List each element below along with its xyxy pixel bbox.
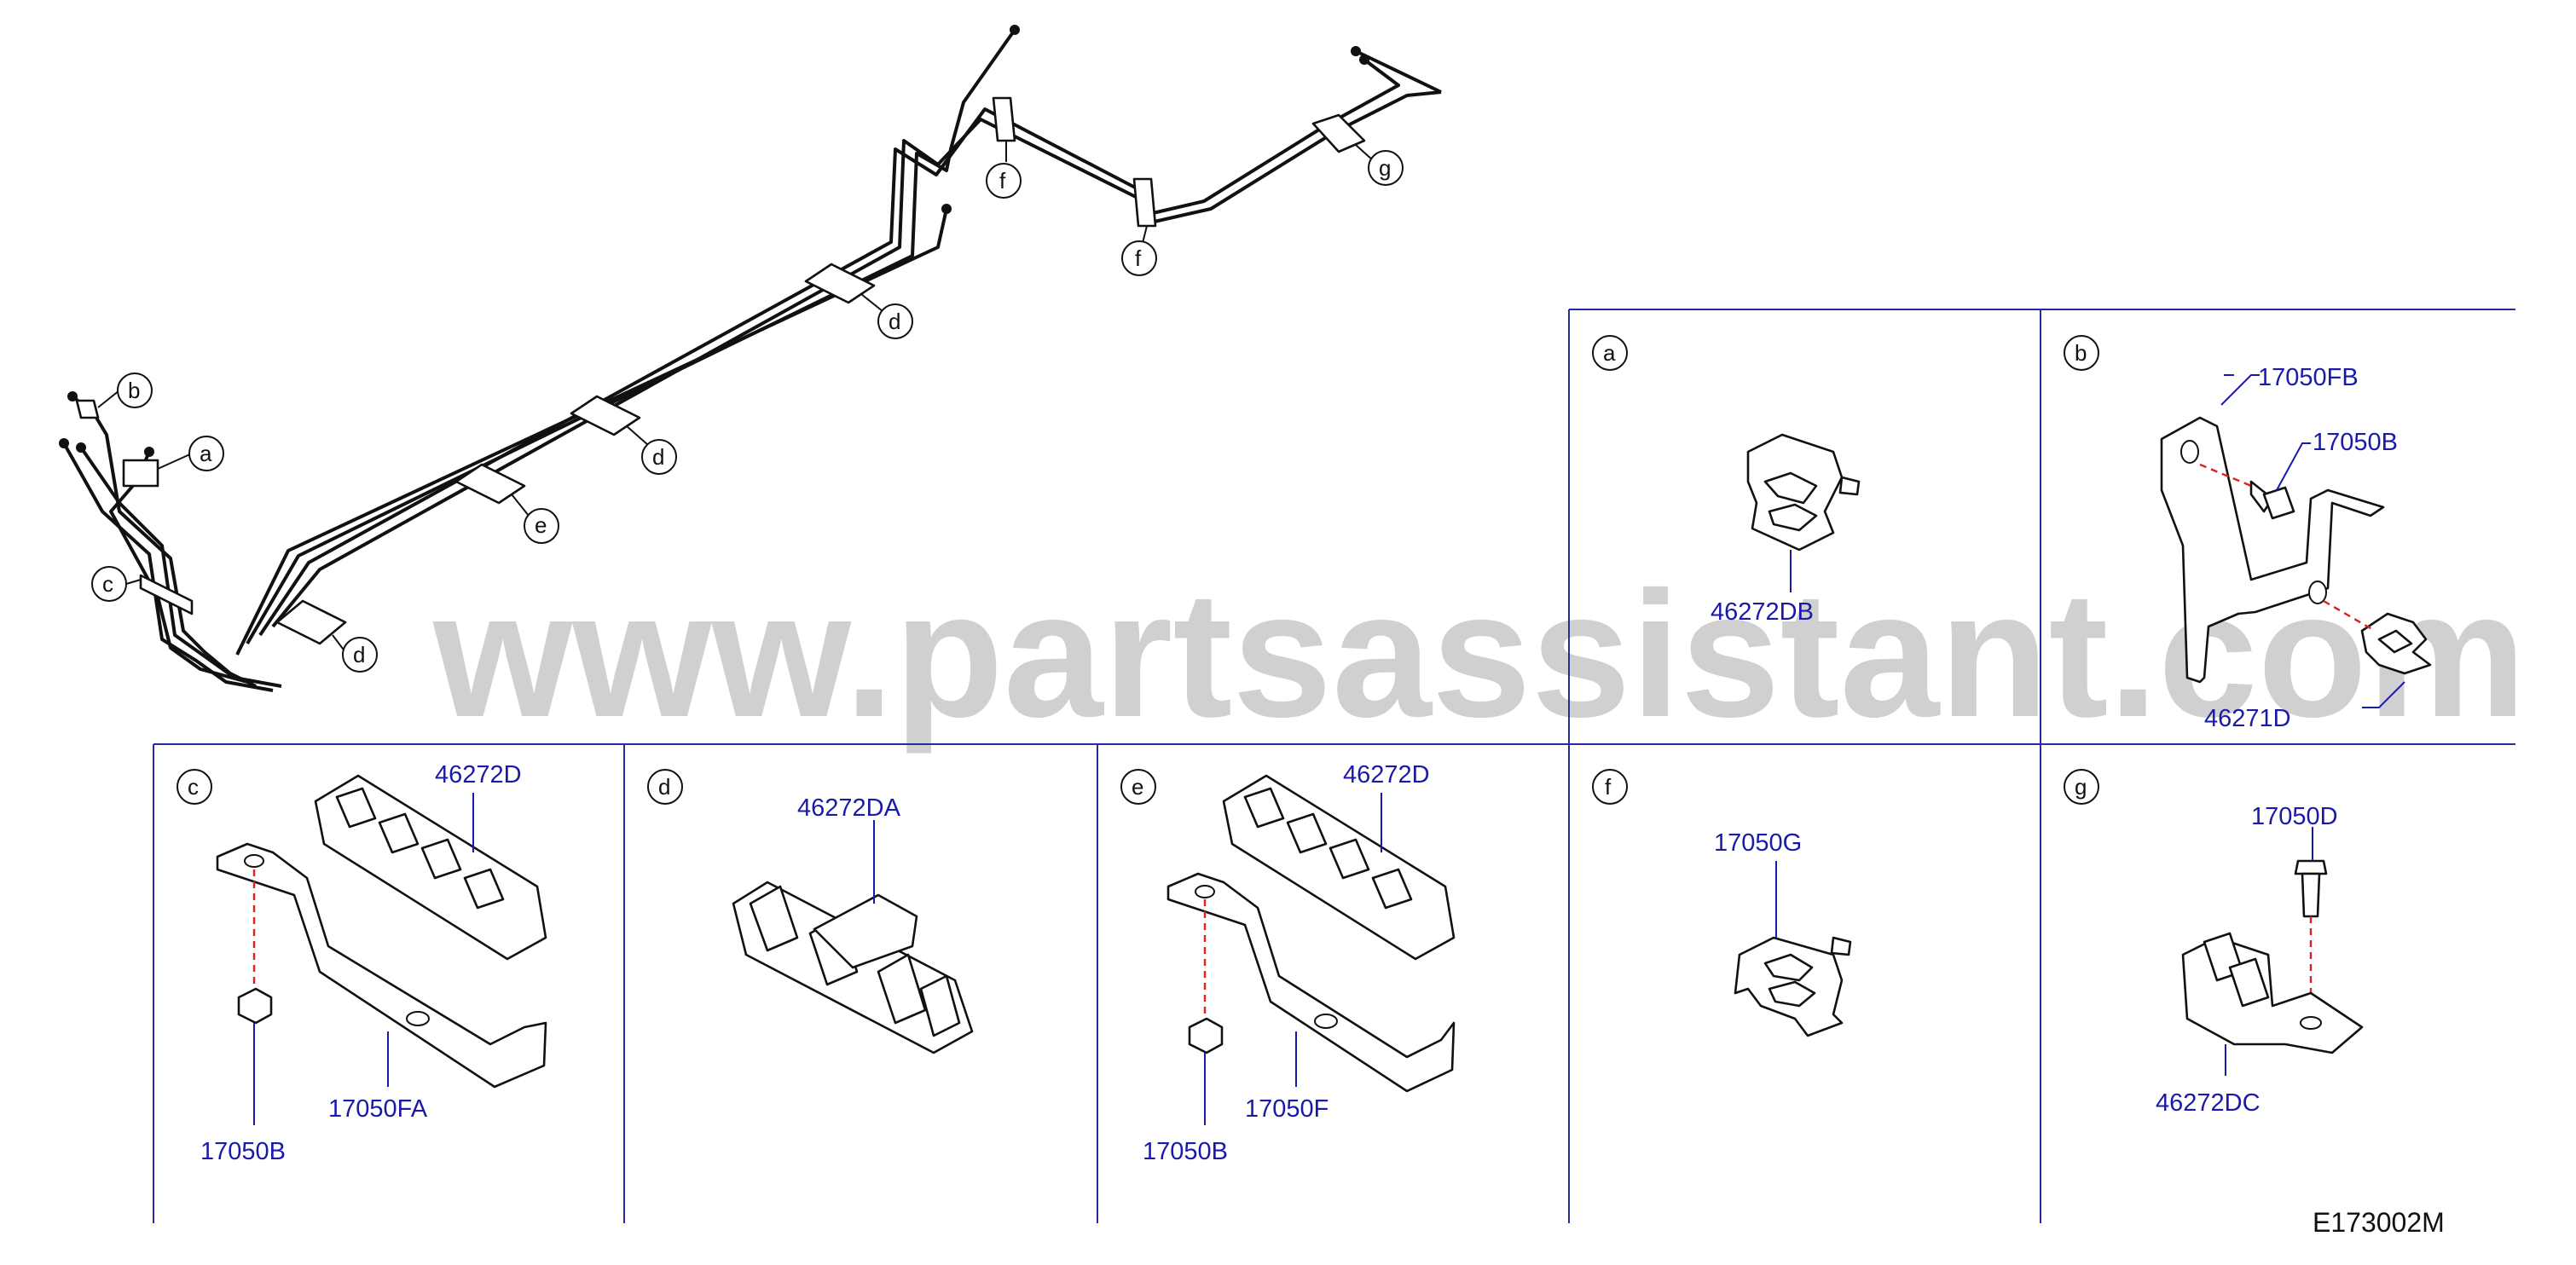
panel-e: e 46272D 17050F 17050B	[1120, 761, 1456, 1165]
watermark-text: www.partsassistant.com	[432, 554, 2527, 754]
part-number-17050FB[interactable]: 17050FB	[2258, 364, 2359, 391]
callout-d-lower: d	[353, 642, 365, 667]
clip-46272D-e-drawing	[1222, 774, 1456, 961]
part-number-17050B-e[interactable]: 17050B	[1143, 1138, 1228, 1165]
callout-e: e	[535, 512, 547, 538]
callout-f-lower: f	[1135, 245, 1142, 271]
part-number-17050G[interactable]: 17050G	[1714, 829, 1802, 857]
nut-17050B-c-drawing	[237, 987, 273, 1025]
part-number-46271D[interactable]: 46271D	[2204, 705, 2291, 732]
pipe-clip-d-mid	[570, 395, 641, 436]
pipe-line-4	[235, 208, 948, 656]
panel-d-letter: d	[658, 774, 670, 800]
pipe-line-3	[246, 28, 1016, 645]
pipe-clip-a	[122, 459, 159, 488]
part-number-46272DB[interactable]: 46272DB	[1711, 598, 1814, 626]
callout-a: a	[200, 441, 212, 466]
callout-f-upper: f	[999, 168, 1006, 194]
panel-g: g 17050D 46272DC	[2064, 769, 2364, 1117]
pipe-clip-e	[454, 463, 526, 505]
panel-b: b 17050FB 17050B 46271D	[2064, 335, 2432, 732]
pipe-clip-f-upper	[992, 96, 1016, 142]
bracket-17050FB-drawing	[2160, 416, 2385, 684]
panel-frames	[153, 309, 2515, 1223]
clip-46272DC-drawing	[2181, 932, 2364, 1054]
pipe-line-1	[271, 90, 1442, 628]
pipe-clip-g	[1311, 113, 1366, 153]
panel-g-letter: g	[2075, 774, 2087, 800]
pipe-clip-b	[75, 399, 100, 419]
part-number-46272DA[interactable]: 46272DA	[797, 794, 901, 822]
panel-a-letter: a	[1603, 340, 1616, 366]
main-callouts: b a c d e d d f f g	[91, 141, 1404, 673]
panel-d: d 46272DA	[647, 769, 974, 1054]
panel-b-letter: b	[2075, 340, 2087, 366]
clip-46272DB-drawing	[1746, 433, 1861, 552]
panel-e-letter: e	[1132, 774, 1143, 800]
callout-c: c	[102, 571, 113, 597]
panel-c-letter: c	[188, 774, 199, 800]
panel-f-letter: f	[1605, 774, 1612, 800]
part-number-17050D[interactable]: 17050D	[2251, 803, 2338, 830]
pipe-line-left-1	[71, 395, 257, 688]
part-number-46272D-e[interactable]: 46272D	[1343, 761, 1430, 788]
part-number-17050B-b[interactable]: 17050B	[2313, 429, 2398, 456]
pipe-clip-d-upper	[804, 263, 876, 304]
part-number-17050B-c[interactable]: 17050B	[200, 1138, 286, 1165]
callout-d-upper: d	[889, 309, 900, 334]
brake-pipe-assembly	[59, 25, 1442, 692]
clip-46272D-c-drawing	[314, 774, 547, 961]
panel-a: a 46272DB	[1592, 335, 1861, 626]
callout-d-mid: d	[652, 444, 664, 470]
nut-17050B-e-drawing	[1188, 1017, 1224, 1054]
clip-46271D-drawing	[2360, 612, 2432, 675]
bolt-17050B-drawing	[2249, 480, 2295, 520]
pipe-line-left-2	[62, 442, 274, 692]
part-number-46272DC[interactable]: 46272DC	[2156, 1089, 2261, 1117]
pipe-clip-d-lower	[275, 599, 347, 645]
bracket-17050F-drawing	[1166, 872, 1456, 1093]
part-number-17050F[interactable]: 17050F	[1245, 1095, 1329, 1123]
pipe-clip-f-lower	[1132, 177, 1157, 228]
panel-f: f 17050G	[1592, 769, 1852, 1037]
panel-c: c 46272D 17050FA 17050B	[177, 761, 547, 1165]
pipe-clip-c	[139, 574, 194, 615]
callout-b: b	[128, 378, 140, 403]
clip-46272DA-drawing	[732, 881, 974, 1054]
callout-g: g	[1379, 155, 1391, 181]
bolt-17050D-drawing	[2294, 859, 2328, 918]
bracket-17050FA-drawing	[216, 842, 547, 1089]
part-number-17050FA[interactable]: 17050FA	[328, 1095, 428, 1123]
clip-17050G-drawing	[1734, 936, 1852, 1037]
pipe-line-5	[1355, 49, 1442, 94]
pipe-line-2	[258, 58, 1400, 637]
drawing-code: E173002M	[2313, 1207, 2445, 1238]
part-number-46272D-c[interactable]: 46272D	[435, 761, 522, 788]
